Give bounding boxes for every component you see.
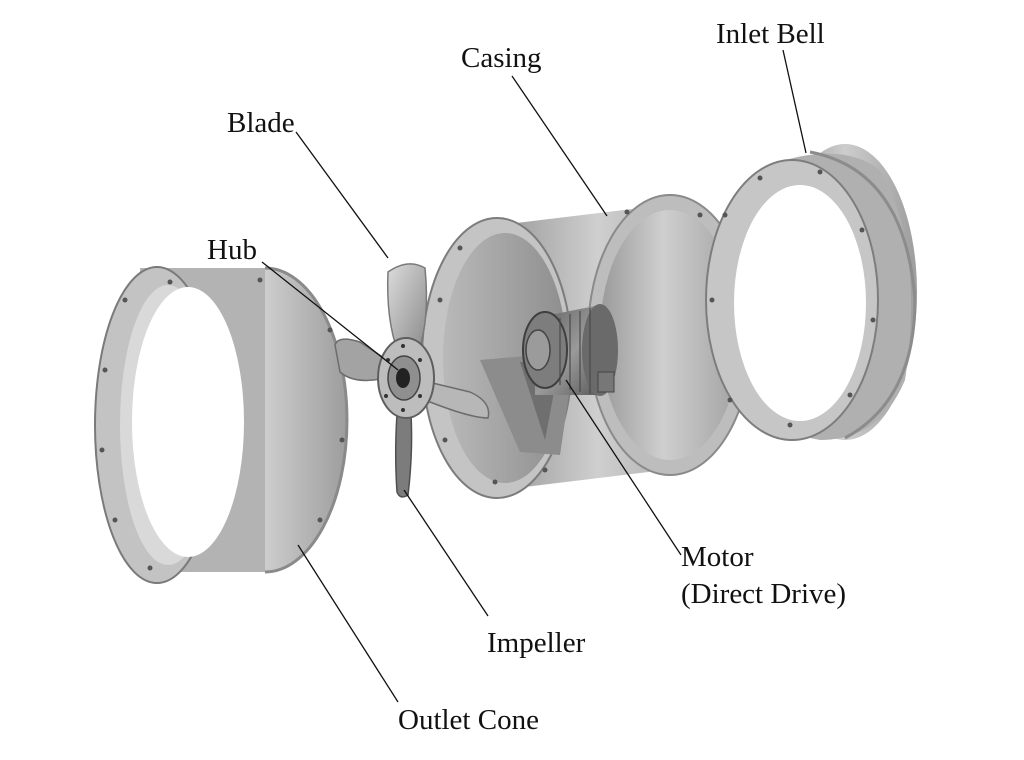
leader-outlet-cone [297, 544, 399, 703]
motor-illustration [522, 304, 618, 396]
label-motor-drive: (Direct Drive) [681, 578, 846, 610]
label-casing: Casing [461, 42, 542, 74]
label-outlet-cone: Outlet Cone [398, 704, 539, 736]
leader-impeller [403, 489, 489, 617]
impeller-illustration [334, 263, 490, 498]
labels: Inlet Bell Casing Blade Hub Motor (Direc… [207, 18, 846, 736]
label-motor: Motor [681, 541, 754, 573]
leader-inlet-bell [782, 49, 807, 154]
outlet-cone-illustration [94, 266, 349, 584]
label-inlet-bell: Inlet Bell [716, 18, 825, 50]
label-hub: Hub [207, 234, 257, 266]
label-blade: Blade [227, 107, 295, 139]
leader-hub [261, 261, 399, 371]
label-impeller: Impeller [487, 627, 586, 659]
leader-casing [511, 75, 608, 217]
leader-lines [261, 49, 807, 703]
leader-blade [295, 131, 389, 259]
leader-motor [565, 379, 682, 556]
inlet-bell-illustration [705, 144, 917, 441]
